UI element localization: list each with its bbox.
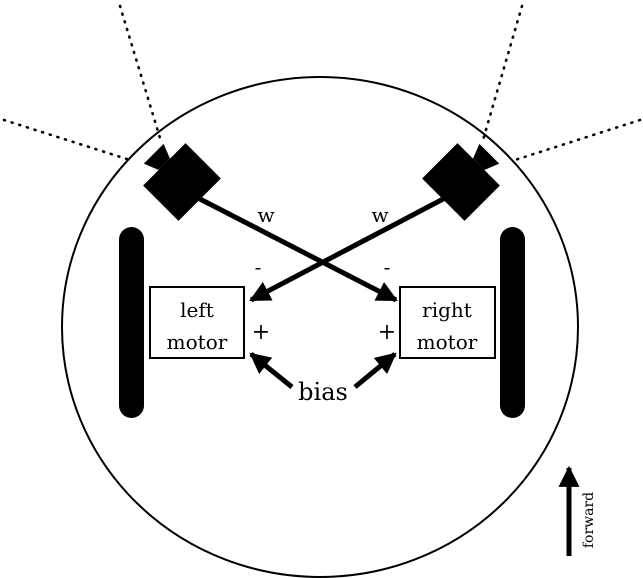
right-sensor-field-lower (513, 118, 642, 162)
weight-label-right: w (371, 203, 388, 227)
sensor-field-lines (2, 4, 642, 162)
right-sensor (422, 143, 500, 221)
left-motor-minus-sign: - (255, 255, 262, 279)
right-motor-plus-sign: + (378, 320, 396, 345)
left-sensor-field-upper (118, 4, 162, 140)
bias-to-right-motor-arrow (353, 352, 397, 389)
robot-body (61, 76, 579, 578)
right-sensor-field-upper (481, 4, 524, 142)
weight-label-left: w (257, 203, 274, 227)
right-motor-box (399, 286, 496, 359)
left-motor-label-line2: motor (167, 330, 228, 354)
right-motor-minus-sign: - (384, 255, 391, 279)
right-wheel (500, 227, 525, 418)
left-sensor (143, 143, 221, 221)
left-sensor-field-lower (2, 118, 132, 162)
left-sensor-to-right-motor-arrow (196, 195, 398, 303)
left-motor-box (149, 286, 245, 359)
right-sensor-to-left-motor-arrow (249, 195, 447, 303)
right-motor-label-line1: right (422, 298, 472, 322)
left-motor-label-line1: left (180, 298, 214, 322)
bias-to-left-motor-arrow (249, 352, 294, 389)
left-motor-plus-sign: + (252, 320, 270, 345)
bias-label: bias (298, 378, 348, 406)
left-wheel (119, 227, 144, 418)
right-motor-label-line2: motor (417, 330, 478, 354)
forward-label: forward (581, 492, 597, 548)
